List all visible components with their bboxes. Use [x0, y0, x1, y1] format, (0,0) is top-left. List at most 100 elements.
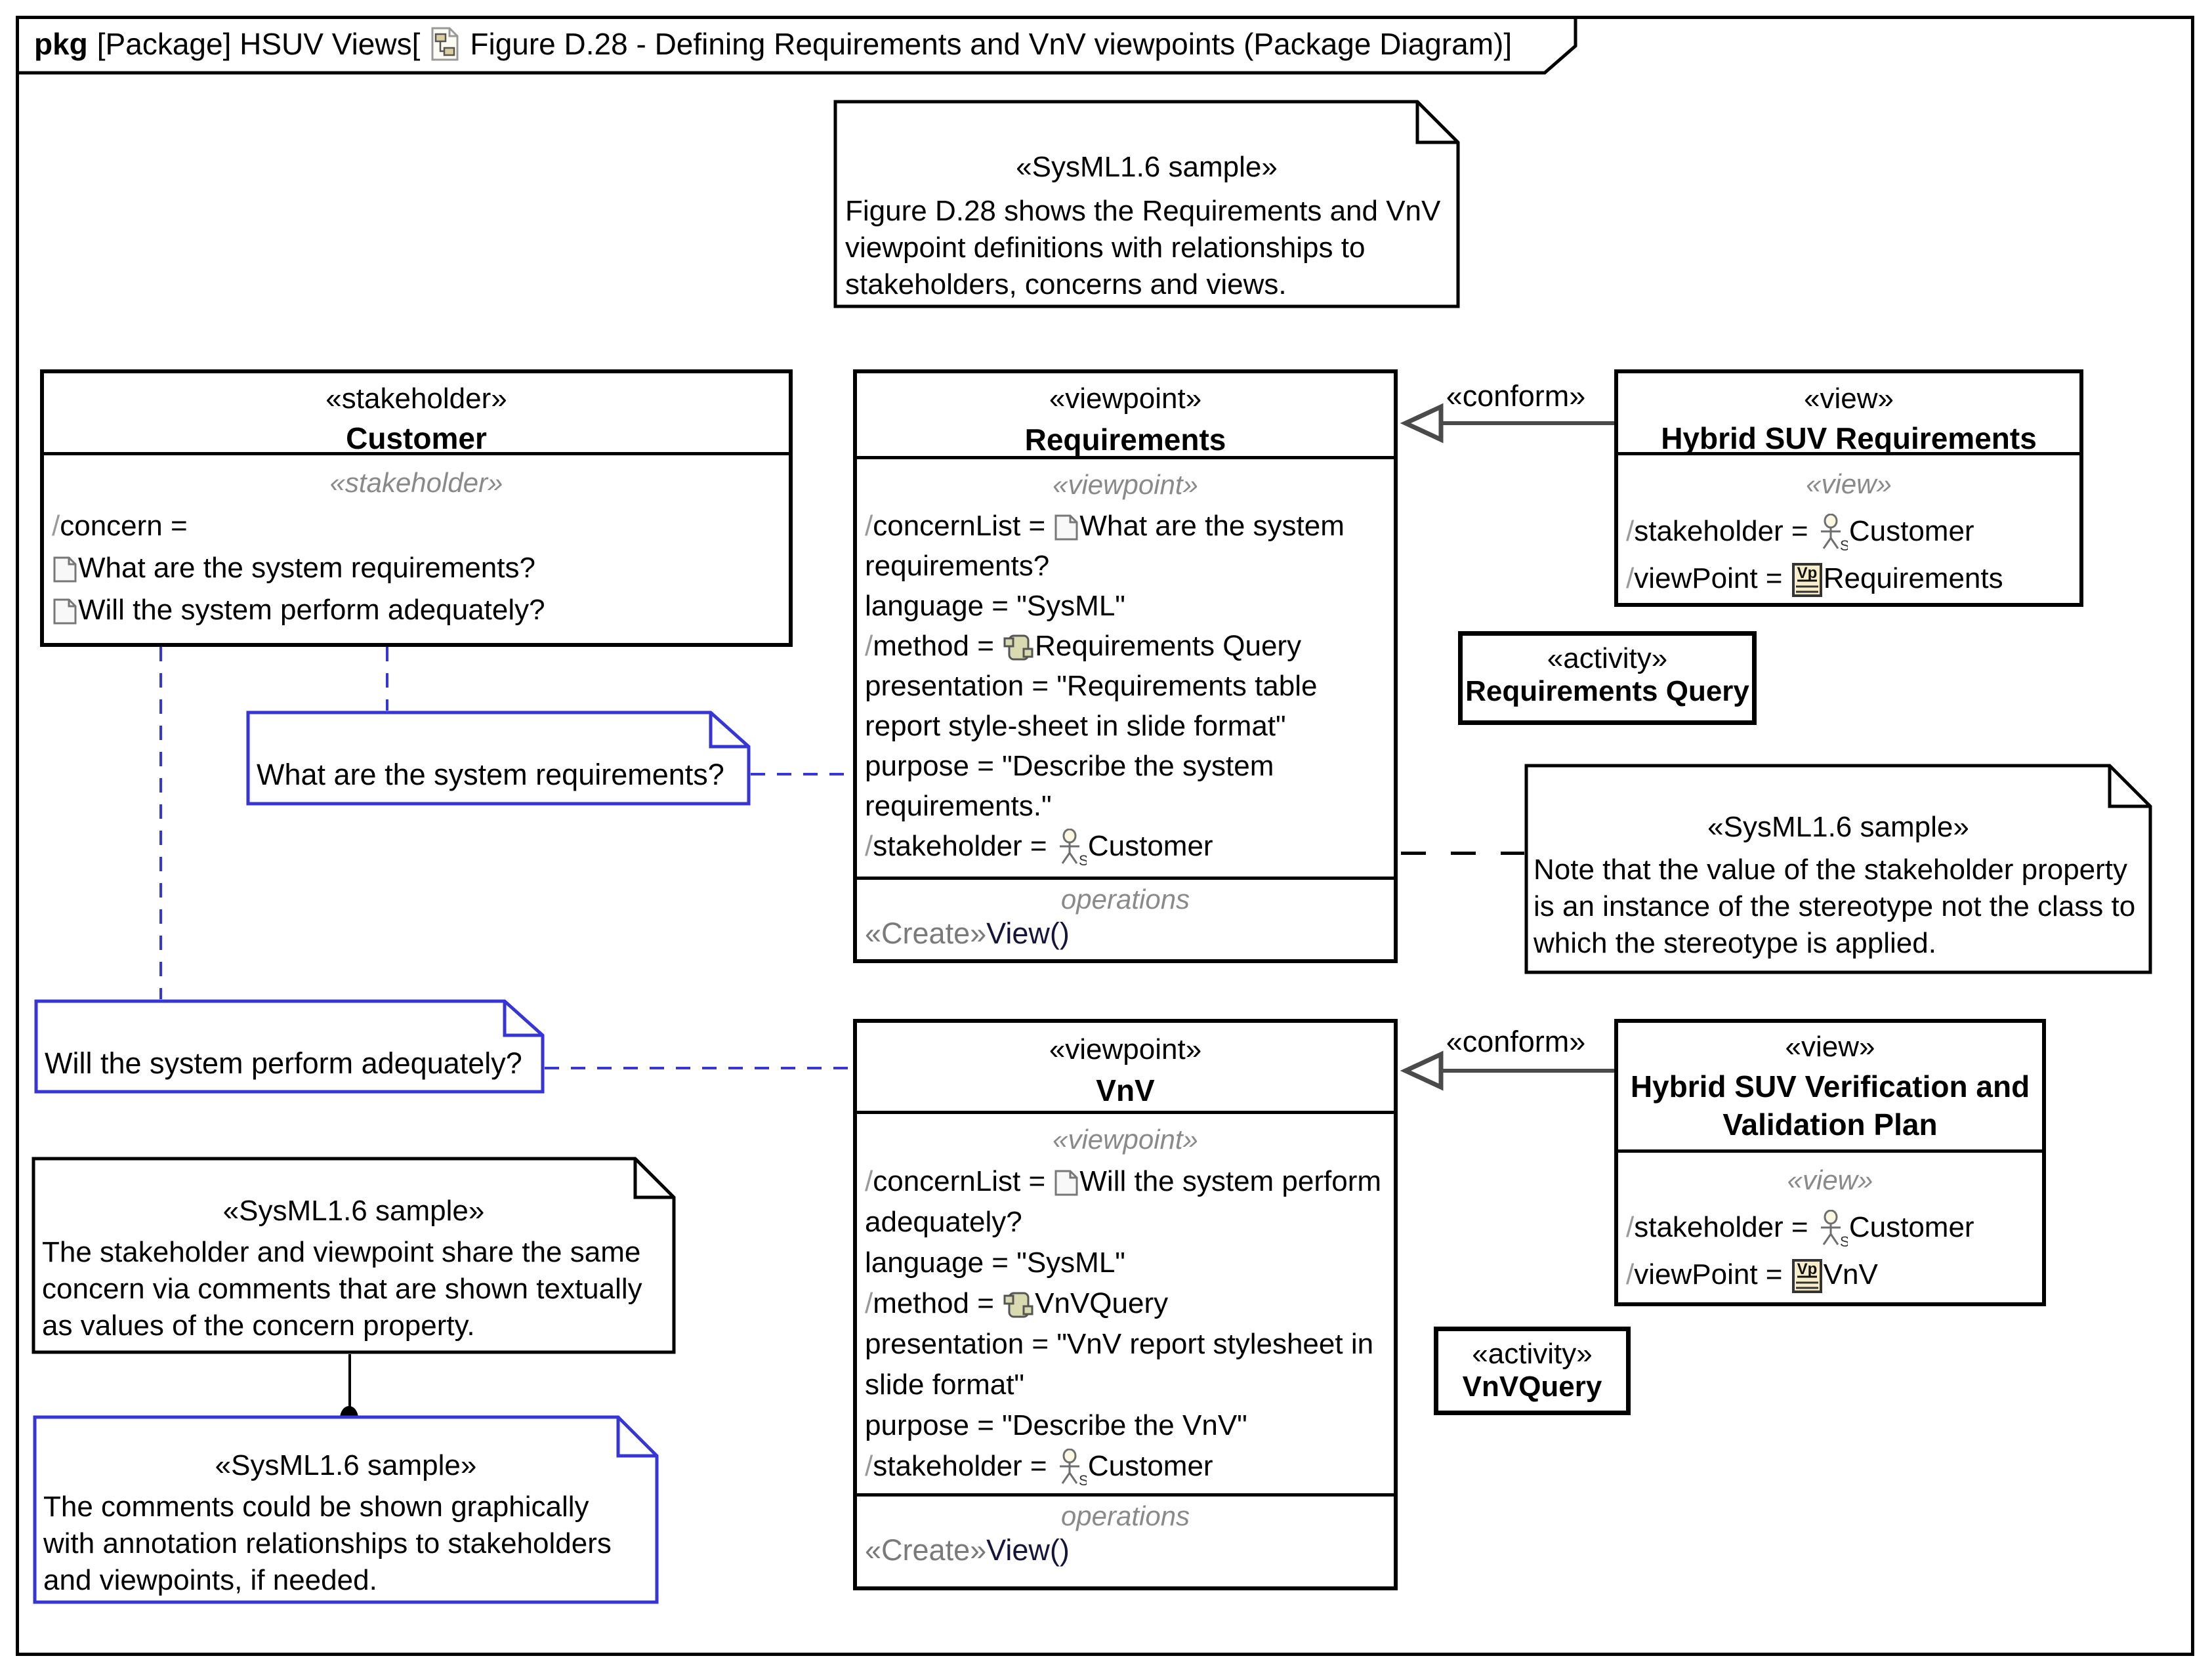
- activity-stereotype: «activity»: [1472, 1338, 1593, 1370]
- concern-edge-customer-left: [159, 647, 162, 999]
- frame-header: pkg [Package] HSUV Views[ Figure D.28 - …: [34, 26, 1512, 62]
- note-stereotype: «SysML1.6 sample»: [215, 1449, 477, 1481]
- requirements-query-activity-box: «activity» Requirements Query: [1458, 631, 1757, 725]
- svg-text:Vp: Vp: [1797, 564, 1817, 582]
- note-shape: [34, 999, 545, 1094]
- viewpoint-compartment-label: «viewpoint»: [1053, 1124, 1198, 1155]
- operations-label: operations: [1060, 884, 1190, 915]
- svg-text:S: S: [1079, 1472, 1087, 1487]
- conform-arrowhead-icon: [1400, 403, 1444, 444]
- actor-icon: S: [1818, 1209, 1850, 1250]
- conform-edge: [1438, 1069, 1614, 1073]
- activity-icon: [1003, 1291, 1033, 1319]
- language-attribute: language = "SysML": [865, 590, 1125, 622]
- note-text: The stakeholder and viewpoint share the …: [42, 1236, 642, 1342]
- frame-kind-label: pkg: [34, 27, 88, 61]
- svg-text:Vp: Vp: [1797, 1260, 1817, 1278]
- view-stereotype: «view»: [1804, 382, 1894, 415]
- view-stereotype: «view»: [1785, 1031, 1875, 1063]
- method-attribute: /method = Requirements Query: [865, 630, 1302, 662]
- note-shape: [1524, 764, 2152, 974]
- purpose-attribute: purpose = "Describe the system requireme…: [865, 750, 1274, 822]
- concern-requirements-note: What are the system requirements?: [246, 711, 751, 806]
- create-view-operation: «Create»View(): [865, 917, 1070, 950]
- concern-attribute: /concern =: [52, 510, 188, 542]
- activity-icon: [1003, 633, 1033, 662]
- intro-note: «SysML1.6 sample» Figure D.28 shows the …: [833, 100, 1460, 308]
- requirements-viewpoint-operations: operations «Create»View(): [857, 877, 1394, 959]
- customer-stereotype: «stakeholder»: [325, 382, 507, 415]
- note-text: Figure D.28 shows the Requirements and V…: [845, 195, 1441, 300]
- actor-icon: S: [1818, 513, 1850, 554]
- frame-context-label: [Package] HSUV Views[: [96, 27, 421, 61]
- comment-icon: [53, 598, 77, 625]
- viewpoint-vp-icon: Vp: [1791, 1259, 1822, 1294]
- requirements-viewpoint-header: «viewpoint» Requirements: [857, 373, 1394, 459]
- vnv-query-activity-box: «activity» VnVQuery: [1434, 1327, 1631, 1415]
- requirements-viewpoint-attributes: «viewpoint» /concernList = What are the …: [857, 459, 1394, 877]
- viewpoint-name: VnV: [1096, 1073, 1155, 1107]
- create-view-operation: «Create»View(): [865, 1533, 1070, 1567]
- concern-edge-to-vnv: [545, 1067, 853, 1069]
- language-attribute: language = "SysML": [865, 1247, 1125, 1279]
- view-compartment-label: «view»: [1806, 468, 1892, 499]
- note-stereotype: «SysML1.6 sample»: [1016, 151, 1278, 183]
- conform-label: «conform»: [1446, 1025, 1586, 1058]
- view-compartment-label: «view»: [1787, 1165, 1873, 1195]
- note-shape: [33, 1415, 659, 1604]
- method-attribute: /method = VnVQuery: [865, 1287, 1169, 1319]
- frame-title-label: Figure D.28 - Defining Requirements and …: [470, 27, 1513, 61]
- viewpoint-compartment-label: «viewpoint»: [1053, 469, 1198, 500]
- share-concern-note: «SysML1.6 sample» The stakeholder and vi…: [31, 1157, 676, 1354]
- concernlist-attribute: /concernList = Will the system perform a…: [865, 1165, 1382, 1238]
- activity-name: Requirements Query: [1465, 675, 1749, 707]
- concern-item: Will the system perform adequately?: [52, 589, 781, 631]
- comment-icon: [53, 556, 77, 583]
- view-header: «view» Hybrid SUV Requirements: [1618, 373, 2079, 455]
- note-stereotype: «SysML1.6 sample»: [1707, 811, 1969, 843]
- vnv-viewpoint-box: «viewpoint» VnV «viewpoint» /concernList…: [853, 1019, 1398, 1590]
- vnv-viewpoint-operations: operations «Create»View(): [857, 1493, 1394, 1586]
- operations-label: operations: [1060, 1500, 1190, 1531]
- svg-text:S: S: [1840, 537, 1848, 552]
- svg-text:S: S: [1840, 1233, 1848, 1248]
- svg-text:S: S: [1079, 852, 1087, 867]
- concern-edge-customer-right: [386, 647, 388, 711]
- viewpoint-name: Requirements: [1024, 423, 1226, 457]
- note-anchor-edge: [1401, 852, 1524, 855]
- hybrid-suv-vnv-view-box: «view» Hybrid SUV Verification and Valid…: [1614, 1019, 2046, 1306]
- note-text: Will the system perform adequately?: [45, 1046, 522, 1080]
- purpose-attribute: purpose = "Describe the VnV": [865, 1409, 1247, 1441]
- package-diagram-icon: [430, 26, 459, 62]
- comment-icon: [1054, 1170, 1078, 1196]
- concernlist-attribute: /concernList = What are the system requi…: [865, 510, 1345, 582]
- comment-icon: [1054, 514, 1078, 541]
- note-shape: [31, 1157, 676, 1354]
- note-text: What are the system requirements?: [257, 758, 724, 791]
- view-name: Hybrid SUV Requirements: [1661, 421, 2037, 455]
- concern-perform-note: Will the system perform adequately?: [34, 999, 545, 1094]
- customer-name: Customer: [346, 421, 487, 455]
- note-text: The comments could be shown graphically …: [43, 1491, 612, 1596]
- note-stereotype: «SysML1.6 sample»: [222, 1195, 485, 1227]
- customer-header: «stakeholder» Customer: [44, 373, 789, 455]
- vnv-viewpoint-attributes: «viewpoint» /concernList = Will the syst…: [857, 1114, 1394, 1493]
- view-header: «view» Hybrid SUV Verification and Valid…: [1618, 1023, 2042, 1153]
- actor-icon: S: [1056, 1448, 1089, 1489]
- vnv-viewpoint-header: «viewpoint» VnV: [857, 1023, 1394, 1114]
- note-shape: [246, 711, 751, 806]
- viewpoint-stereotype: «viewpoint»: [1049, 382, 1202, 415]
- conform-edge: [1438, 421, 1614, 425]
- actor-icon: S: [1056, 828, 1089, 869]
- graphical-annotation-note: «SysML1.6 sample» The comments could be …: [33, 1415, 659, 1604]
- customer-stakeholder-box: «stakeholder» Customer «stakeholder» /co…: [40, 369, 793, 647]
- activity-name: VnVQuery: [1462, 1371, 1602, 1403]
